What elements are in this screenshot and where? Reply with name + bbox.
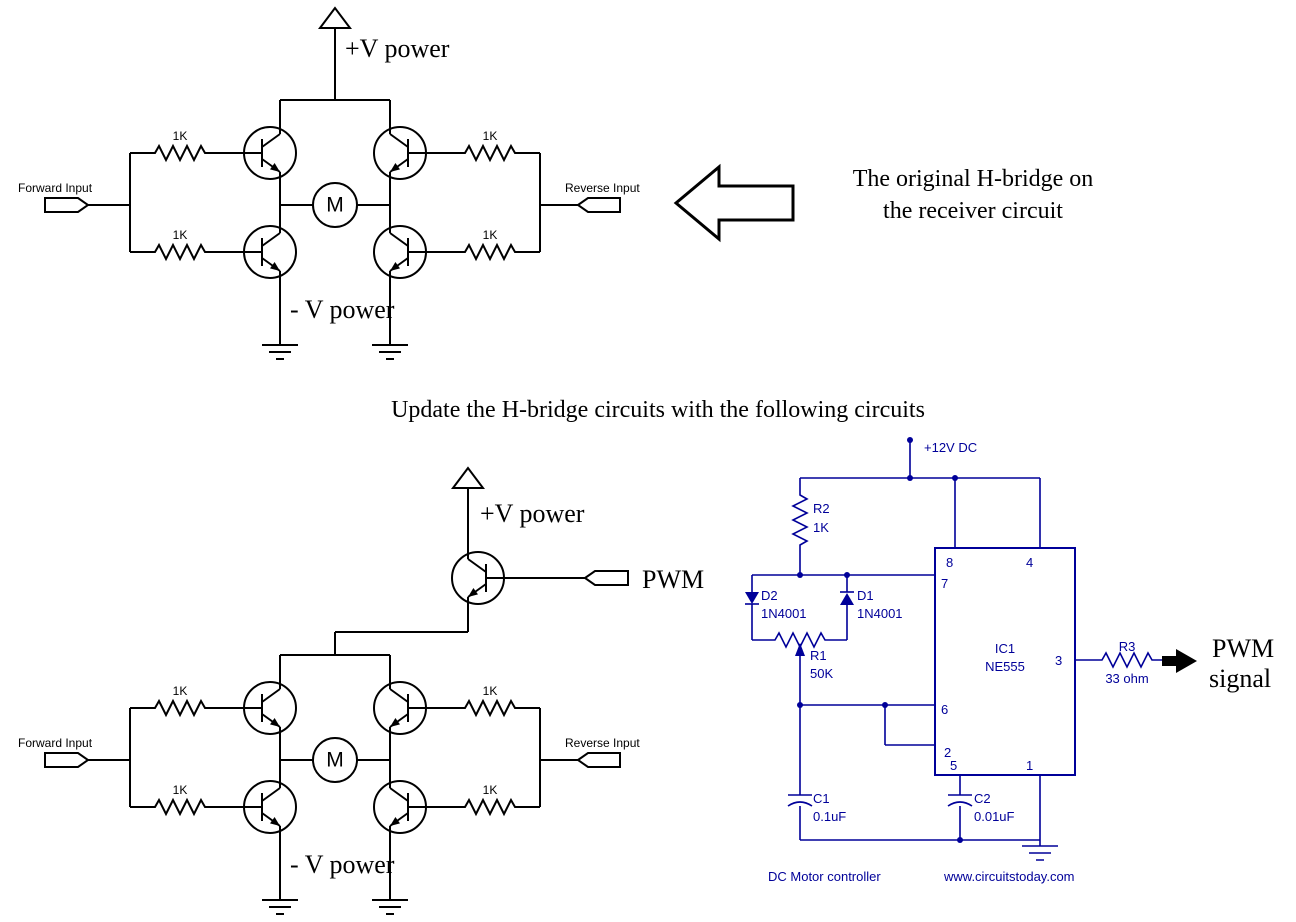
c2-ref: C2 (974, 791, 991, 806)
pwm-stage-wires (334, 466, 629, 655)
credit-url: www.circuitstoday.com (943, 869, 1075, 884)
h-bridge-bottom (18, 655, 640, 914)
supply-label: +12V DC (924, 440, 977, 455)
pwm-signal-line2: signal (1209, 664, 1271, 693)
ne555-circuit: +12V DC R2 1K D2 1N4001 D1 1N4001 R1 50K… (744, 437, 1274, 884)
pwm-transistor (451, 532, 515, 624)
annotation-line1: The original H-bridge on (853, 166, 1094, 192)
ground-timer (1021, 845, 1059, 861)
circuit-caption: DC Motor controller (768, 869, 881, 884)
r2-value: 1K (813, 520, 829, 535)
pin-3-label: 3 (1055, 653, 1062, 668)
capacitor-c2 (947, 794, 973, 807)
pin-6-label: 6 (941, 702, 948, 717)
v-plus-label-top: +V power (345, 34, 450, 63)
d1-ref: D1 (857, 588, 874, 603)
c2-value: 0.01uF (974, 809, 1015, 824)
diode-d2 (744, 591, 760, 605)
d2-ref: D2 (761, 588, 778, 603)
ne555-wires (744, 440, 1162, 861)
updated-h-bridge-section: +V power PWM (18, 466, 704, 914)
r2-ref: R2 (813, 501, 830, 516)
v-plus-label-bottom: +V power (480, 499, 585, 528)
d1-value: 1N4001 (857, 606, 903, 621)
original-h-bridge-section: +V power The original H-bridge on the re… (18, 6, 1094, 359)
h-bridge-top (18, 100, 640, 359)
resistor-r3 (1096, 652, 1158, 668)
pin-4-label: 4 (1026, 555, 1033, 570)
pin-7-label: 7 (941, 576, 948, 591)
ic-ref: IC1 (995, 641, 1015, 656)
diode-d1 (839, 591, 855, 606)
c1-value: 0.1uF (813, 809, 846, 824)
v-plus-arrow-icon (451, 466, 485, 489)
v-plus-arrow-icon (318, 6, 352, 29)
r3-value: 33 ohm (1105, 671, 1148, 686)
pot-wiper-arrow-icon (795, 643, 805, 656)
r1-value: 50K (810, 666, 833, 681)
annotation-line2: the receiver circuit (883, 198, 1063, 224)
junction-dots (797, 437, 963, 843)
output-arrow-icon (1162, 649, 1197, 673)
d2-value: 1N4001 (761, 606, 807, 621)
pin-2-label: 2 (944, 745, 951, 760)
resistor-r2 (792, 489, 808, 551)
pwm-signal-line1: PWM (1212, 634, 1274, 663)
section-heading: Update the H-bridge circuits with the fo… (391, 397, 925, 423)
pwm-input-terminal (583, 570, 629, 586)
v-plus-feed-top (318, 6, 352, 100)
capacitor-c1 (787, 794, 813, 807)
pin-8-label: 8 (946, 555, 953, 570)
left-block-arrow-icon (673, 163, 795, 243)
ic-body (934, 547, 1076, 776)
r3-ref: R3 (1119, 639, 1136, 654)
r1-ref: R1 (810, 648, 827, 663)
ic-part: NE555 (985, 659, 1025, 674)
c1-ref: C1 (813, 791, 830, 806)
pin-1-label: 1 (1026, 758, 1033, 773)
pin-5-label: 5 (950, 758, 957, 773)
pwm-label: PWM (642, 565, 704, 594)
